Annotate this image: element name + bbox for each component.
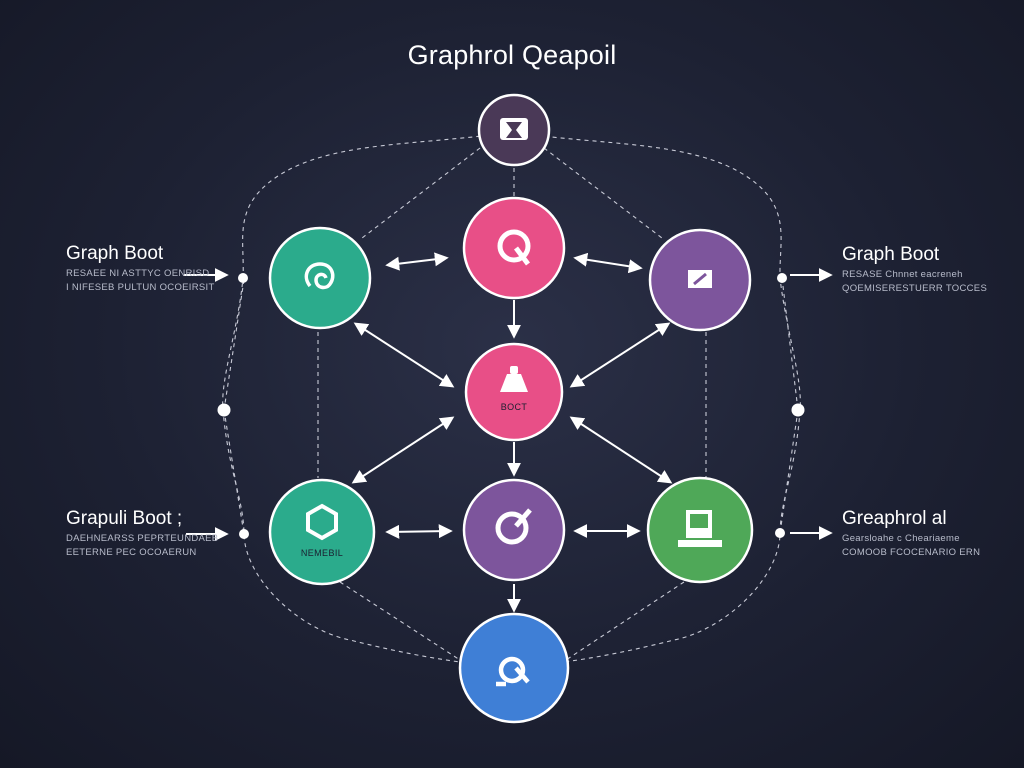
junction-dots [217,273,805,539]
label-bottom-left-line-1: DAEHNEARSS PEPRTEUNDAEB [66,533,219,544]
node-center[interactable]: BOCT [464,342,564,442]
q-icon [495,508,532,545]
label-bottom-left: Grapuli Boot ; DAEHNEARSS PEPRTEUNDAEB E… [66,508,218,558]
hexagon-icon [306,503,338,541]
lower-left-node-label: NEMEBIL [301,548,343,558]
label-top-left-title: Graph Boot [66,243,164,264]
center-node-label: BOCT [501,402,528,412]
q-icon [496,656,530,687]
node-lower-center[interactable] [462,478,566,582]
node-upper-center[interactable] [462,196,566,300]
label-top-right: Graph Boot RESASE Chnnet eacreneh QOEMIS… [842,244,987,294]
solid-arrows [184,252,833,613]
laptop-icon [678,510,722,547]
node-upper-left[interactable] [268,226,372,330]
flask-icon [500,366,528,392]
label-bottom-right-title: Greaphrol al [842,508,947,529]
label-top-left-line-2: I NIFESEB PULTUN OCOEIRSIT [66,282,215,293]
node-upper-right[interactable] [648,228,752,332]
label-top-left: Graph Boot RESAEE NI ASTTYC OENRISD I NI… [66,243,215,293]
node-lower-left[interactable]: NEMEBIL [268,478,376,586]
node-top[interactable] [477,93,551,167]
label-top-right-title: Graph Boot [842,244,940,265]
label-top-right-line-1: RESASE Chnnet eacreneh [842,269,963,280]
q-icon [497,229,531,266]
label-bottom-right: Greaphrol al Gearsloahe c Cheariaeme COM… [842,508,980,558]
label-bottom-left-line-2: EETERNE PEC OCOAERUN [66,547,197,558]
label-top-left-line-1: RESAEE NI ASTTYC OENRISD [66,268,210,279]
label-bottom-right-line-1: Gearsloahe c Cheariaeme [842,533,960,544]
label-bottom-left-title: Grapuli Boot ; [66,508,183,529]
dashed-connectors [223,147,799,661]
label-bottom-right-line-2: COMOOB FCOCENARIO ERN [842,547,981,558]
node-bottom[interactable] [458,612,570,724]
shield-icon [500,118,528,140]
swirl-icon [304,262,335,290]
card-icon [688,270,712,288]
node-lower-right[interactable] [646,476,754,584]
label-top-right-line-2: QOEMISERESTUERR TOCCES [842,283,988,294]
diagram-title: Graphrol Qeapoil [407,40,617,70]
